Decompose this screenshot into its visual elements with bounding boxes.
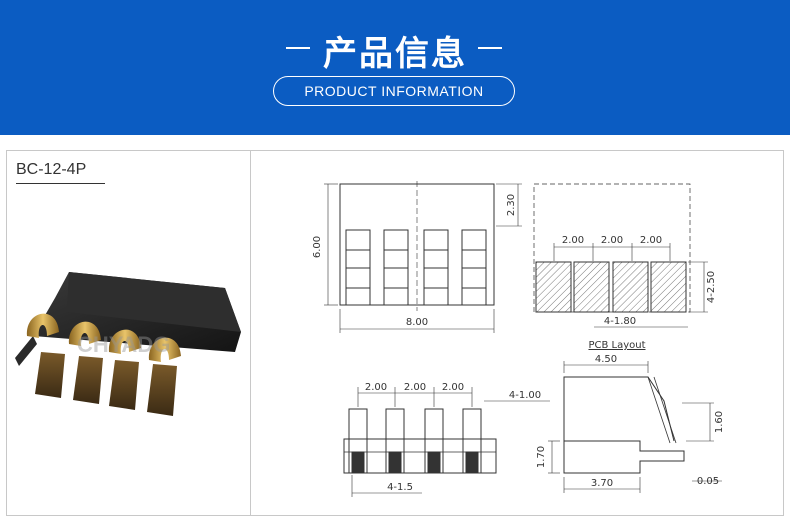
connector-top [67, 272, 241, 332]
model-underline [16, 183, 105, 184]
pcb-layout [533, 183, 708, 328]
product-photo: CHYADG [15, 272, 241, 416]
drawing-panel [251, 150, 784, 516]
pins [35, 352, 177, 416]
side-view [548, 361, 722, 493]
pcb-caption: PCB Layout [588, 340, 645, 351]
product-photo-panel [6, 150, 251, 516]
front-pitch-1: 2.00 [365, 382, 387, 393]
page-title: 产品信息 [323, 34, 467, 74]
pcb-pitch-2: 2.00 [601, 235, 623, 246]
model-label: BC-12-4P [16, 161, 87, 178]
title-dash-right [478, 47, 502, 49]
side-pin-thickness: 0.05 [697, 476, 719, 487]
pcb-pad-height: 4-2.50 [706, 271, 717, 303]
dim-height: 6.00 [312, 236, 323, 258]
top-view [324, 181, 522, 333]
page-subtitle: PRODUCT INFORMATION [304, 83, 484, 99]
dim-width: 8.00 [406, 317, 428, 328]
gold-contacts [26, 313, 181, 362]
watermark: CHYADG [77, 332, 170, 357]
subtitle-pill [273, 76, 515, 106]
side-spring-height: 1.60 [714, 411, 725, 433]
pcb-pad-width: 4-1.80 [604, 316, 636, 327]
pcb-pitch-3: 2.00 [640, 235, 662, 246]
front-pitch-3: 2.00 [442, 382, 464, 393]
front-pin-width: 4-1.5 [387, 482, 413, 493]
pcb-pitch-1: 2.00 [562, 235, 584, 246]
front-pitch-2: 2.00 [404, 382, 426, 393]
side-base-length: 3.70 [591, 478, 613, 489]
side-body-height: 1.70 [536, 446, 547, 468]
front-contact-width: 4-1.00 [509, 390, 541, 401]
dim-upper-height: 2.30 [506, 194, 517, 216]
front-view [343, 387, 550, 497]
technical-drawing: 6.00 8.00 2.30 2.00 2.00 2.00 4-2.50 4-1… [312, 181, 725, 497]
connector-side [15, 336, 37, 366]
header-banner [0, 0, 790, 135]
title-dash-left [286, 47, 310, 49]
side-top-length: 4.50 [595, 354, 617, 365]
